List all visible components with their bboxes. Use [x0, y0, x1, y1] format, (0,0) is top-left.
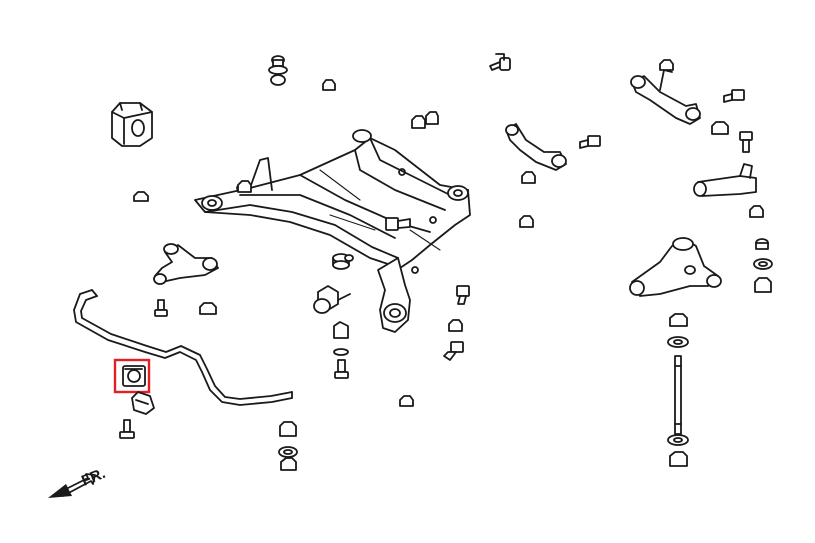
- hardware-nut-pair: [411, 111, 439, 129]
- hardware-washer-stack-right: [753, 238, 773, 293]
- strut-rod-assembly: [667, 313, 689, 467]
- hardware-bolt-right-2: [739, 131, 753, 153]
- hardware-nut-3: [322, 79, 336, 91]
- hardware-bolt-right-3: [579, 135, 601, 149]
- hardware-nut-right-2: [711, 121, 729, 135]
- sway-bar-bushing: [122, 365, 146, 387]
- upper-link-arm-top: [630, 69, 701, 125]
- rear-subframe: [194, 129, 471, 333]
- hardware-bolt-3: [385, 217, 411, 231]
- hardware-nut-right-1: [659, 59, 674, 71]
- hardware-nut-4: [237, 180, 252, 193]
- hardware-nut-right-4: [519, 215, 534, 228]
- hardware-nut-2: [199, 302, 217, 315]
- bushing-sleeve: [313, 285, 351, 314]
- trailing-link: [693, 163, 757, 197]
- hardware-stack-lower: [278, 421, 298, 471]
- bracket-bolt: [119, 419, 135, 439]
- sway-bar-bracket: [131, 391, 155, 415]
- front-direction-arrow: FR.: [48, 465, 108, 498]
- lower-control-arm-right: [629, 237, 722, 297]
- hardware-nut-5: [448, 319, 463, 332]
- hardware-nut-6: [399, 395, 414, 407]
- hardware-bolt-4: [456, 285, 470, 305]
- hardware-washer-stack-mid: [332, 253, 354, 270]
- hardware-washer-stack-top: [268, 55, 288, 86]
- direction-label: FR.: [79, 465, 108, 490]
- diff-mount-bushing: [111, 102, 153, 147]
- rear-sway-bar: [73, 289, 293, 406]
- hardware-bolt-right-1: [723, 89, 745, 103]
- toe-link-arm: [505, 123, 567, 171]
- hardware-nut-right-3: [521, 171, 536, 184]
- hardware-stack-center: [333, 321, 349, 379]
- hardware-bolt-2: [489, 53, 511, 71]
- hardware-bolt-5: [443, 341, 464, 361]
- lower-control-arm-left: [153, 243, 219, 285]
- highlight-box: [113, 358, 151, 394]
- hardware-bolt-1: [154, 299, 168, 317]
- hardware-nut-1: [133, 191, 149, 202]
- hardware-nut-right-5: [749, 205, 764, 218]
